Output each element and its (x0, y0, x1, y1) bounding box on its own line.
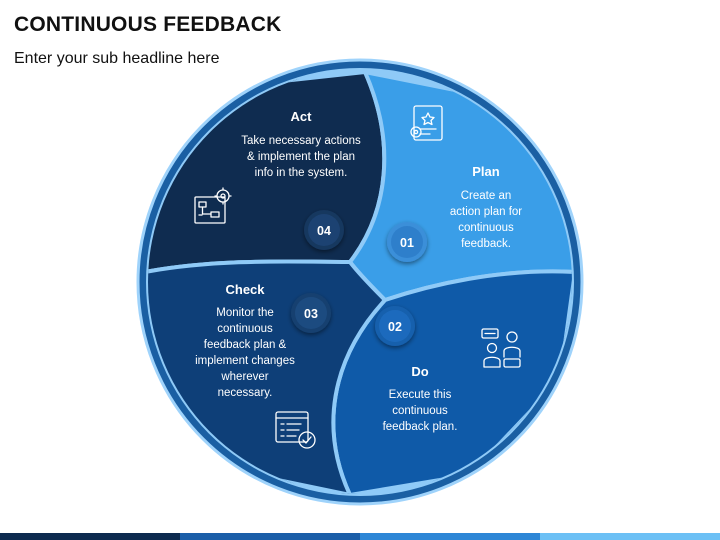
badge-02-number: 02 (388, 320, 402, 334)
plan-line-3: continuous (458, 222, 514, 234)
plan-line-2: action plan for (450, 206, 522, 218)
plan-text-group: Plan Create an action plan for continuou… (450, 164, 522, 250)
plan-title: Plan (472, 164, 500, 179)
do-line-2: continuous (392, 405, 448, 417)
check-text-group: Check Monitor the continuous feedback pl… (195, 282, 295, 399)
do-text-group: Do Execute this continuous feedback plan… (383, 364, 458, 433)
people-chat-icon (481, 328, 521, 368)
act-line-1: Take necessary actions (241, 135, 361, 147)
act-line-2: & implement the plan (247, 151, 355, 163)
do-title: Do (411, 364, 428, 379)
act-title: Act (291, 109, 313, 124)
check-line-6: necessary. (218, 387, 273, 399)
page-subtitle: Enter your sub headline here (14, 50, 220, 67)
badge-04 (304, 210, 344, 250)
do-line-3: feedback plan. (383, 421, 458, 433)
check-line-4: implement changes (195, 355, 295, 367)
check-line-2: continuous (217, 323, 273, 335)
badge-01-number: 01 (400, 236, 414, 250)
badge-02 (375, 306, 415, 346)
do-line-1: Execute this (389, 389, 452, 401)
check-line-3: feedback plan & (204, 339, 287, 351)
plan-document-icon (410, 105, 443, 141)
check-line-1: Monitor the (216, 307, 274, 319)
plan-line-1: Create an (461, 190, 512, 202)
badge-01 (387, 222, 427, 262)
badge-03 (291, 293, 331, 333)
flowchart-gear-icon (194, 187, 232, 224)
checklist-icon (275, 411, 316, 449)
bottom-color-bar (0, 533, 720, 540)
check-title: Check (225, 282, 265, 297)
plan-line-4: feedback. (461, 238, 511, 250)
badge-04-number: 04 (317, 224, 331, 238)
segment-plan (347, 70, 572, 303)
badge-03-number: 03 (304, 307, 318, 321)
page-title: CONTINUOUS FEEDBACK (14, 13, 282, 36)
act-line-3: info in the system. (255, 167, 348, 179)
act-text-group: Act Take necessary actions & implement t… (241, 109, 361, 179)
check-line-5: wherever (220, 371, 268, 383)
